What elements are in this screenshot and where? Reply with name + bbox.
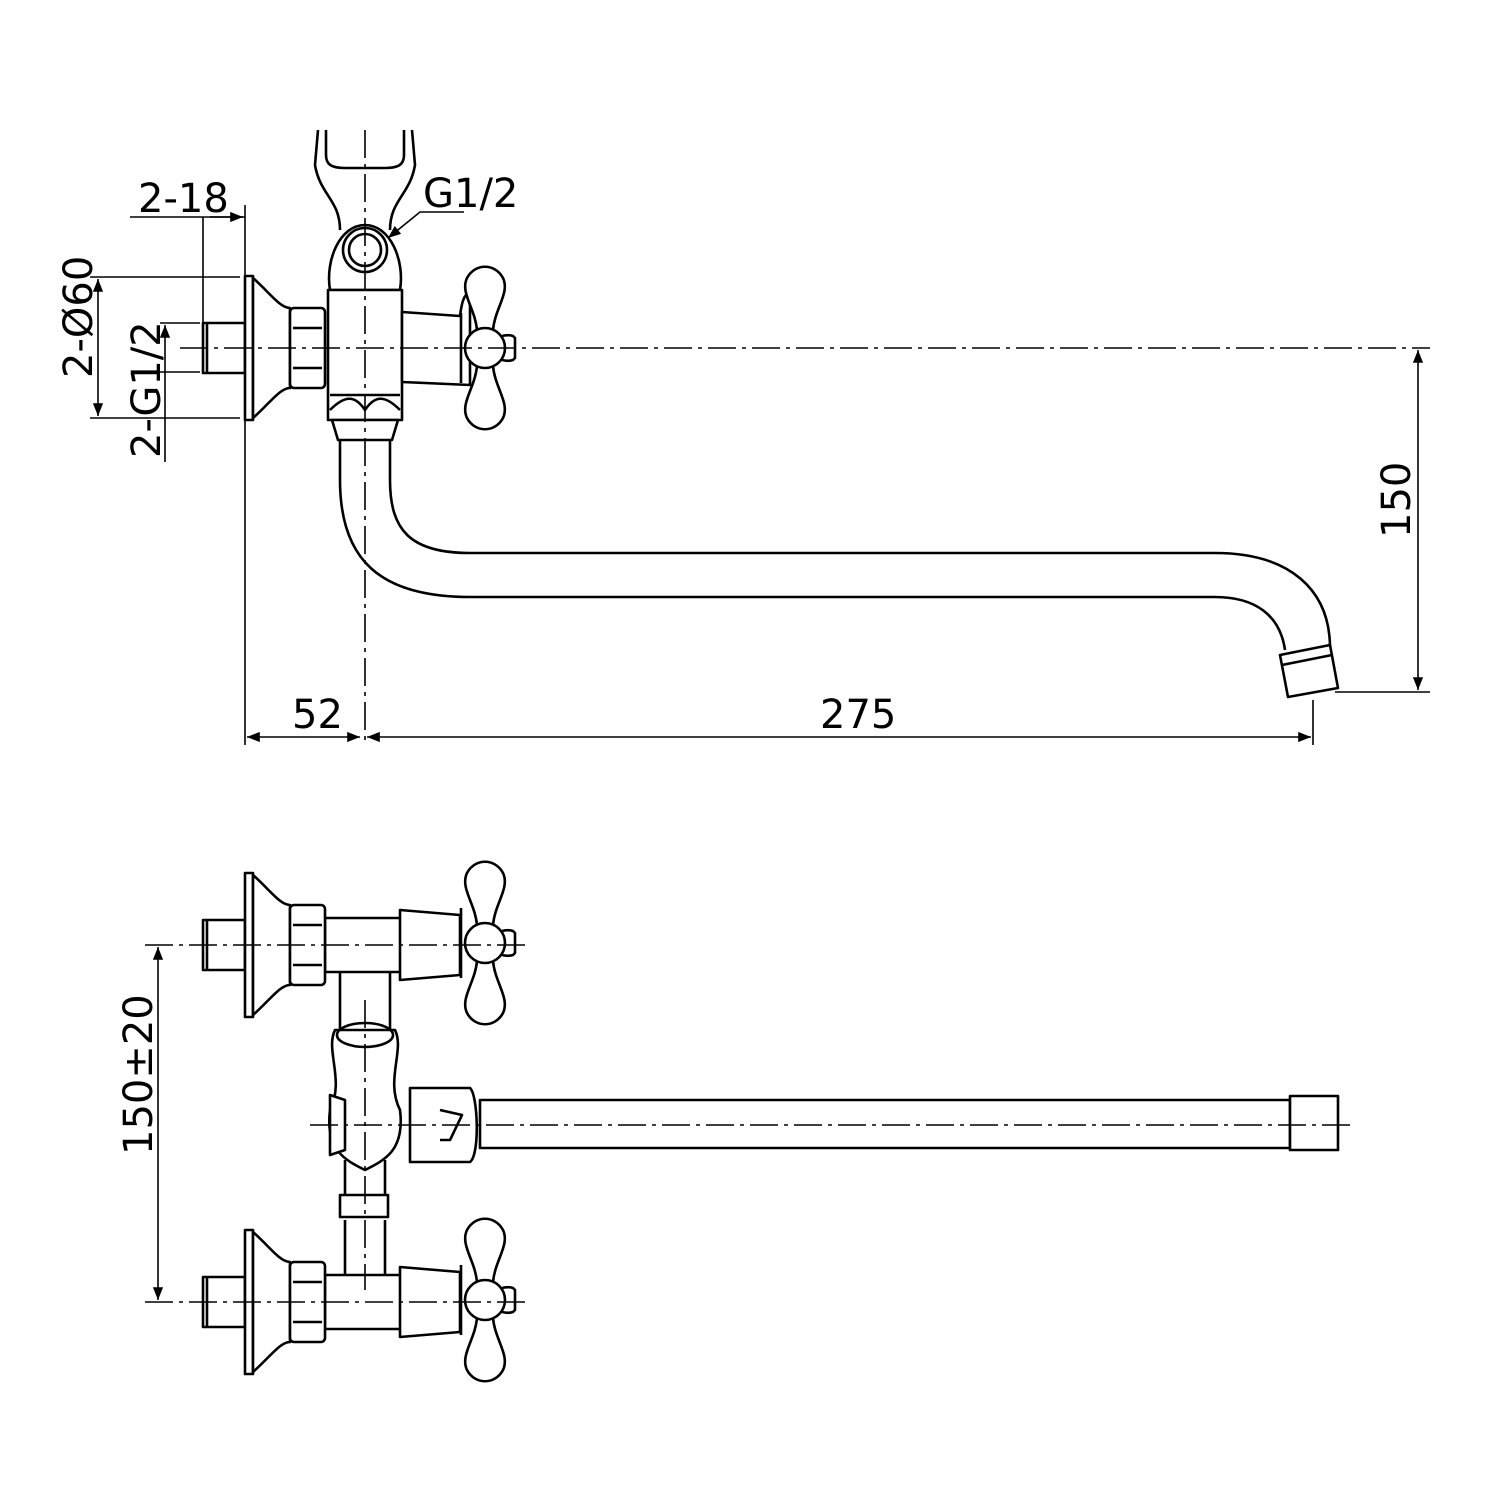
dim-inlet-thread: 2-G1/2 [124,321,170,458]
top-view: 2-18 2-Ø60 2-G1/2 G1/2 150 52 275 [56,129,1430,745]
inlet-assembly [201,274,327,422]
dim-inlet-spacing: 150±20 [116,994,162,1155]
spout-nozzle [1278,643,1340,699]
dim-spout-height: 150 [1374,462,1420,538]
dim-plate-diameter: 2-Ø60 [56,256,102,378]
dim-shower-thread: G1/2 [423,171,518,217]
front-view: 150±20 [116,860,1355,1383]
spout-pipe-front [478,1098,1292,1150]
spout-nozzle-front [1288,1094,1340,1152]
dim-thread-length: 2-18 [138,176,229,222]
dim-spout-reach: 275 [820,692,896,738]
lower-inlet-assembly [201,1228,327,1376]
lower-cross-handle-icon [459,1217,517,1383]
spout-pipe [338,430,1332,651]
upper-inlet-assembly [201,871,327,1019]
upper-cross-handle-icon [459,860,517,1026]
dim-wall-offset: 52 [292,692,343,738]
